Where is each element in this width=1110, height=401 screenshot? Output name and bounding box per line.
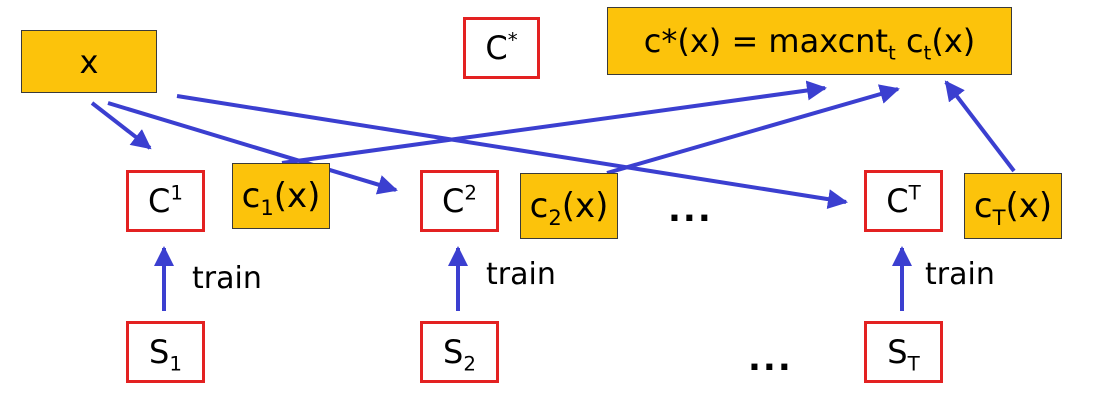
- arrow-c1-out-to-combiner: [281, 80, 827, 165]
- sample-box-2: S2: [420, 321, 499, 383]
- classifier-box-T: CT: [864, 170, 943, 232]
- ensemble-classifier-box: C*: [463, 17, 540, 79]
- train-label-2: train: [486, 257, 556, 292]
- combiner-box: c*(x) = maxcntt ct(x): [607, 7, 1012, 75]
- arrow-x-to-c1: [90, 101, 152, 150]
- output-label-2: c2(x): [529, 186, 609, 230]
- output-label-T: cT(x): [973, 186, 1053, 230]
- sample-box-T: ST: [864, 321, 943, 383]
- classifier-label-T: CT: [886, 181, 921, 220]
- arrow-cT-out-to-combiner: [944, 80, 1016, 173]
- sample-label-1: S1: [149, 333, 182, 376]
- arrow-x-to-c2: [107, 101, 398, 195]
- ensemble-classifier-label: C*: [485, 28, 518, 67]
- combiner-formula: c*(x) = maxcntt ct(x): [643, 22, 976, 65]
- input-x-label: x: [79, 42, 99, 81]
- output-box-2: c2(x): [520, 173, 618, 239]
- arrow-c2-out-to-combiner: [606, 84, 900, 175]
- output-label-1: c1(x): [241, 176, 321, 220]
- train-label-T: train: [925, 257, 995, 292]
- sample-label-2: S2: [443, 333, 476, 376]
- classifier-label-2: C2: [442, 181, 477, 220]
- classifier-box-2: C2: [420, 170, 499, 232]
- classifier-box-1: C1: [126, 170, 205, 232]
- output-box-T: cT(x): [964, 173, 1062, 239]
- output-box-1: c1(x): [232, 163, 330, 229]
- ellipsis-samples: ...: [748, 339, 793, 379]
- classifier-label-1: C1: [148, 181, 183, 220]
- train-label-1: train: [192, 261, 262, 296]
- ellipsis-classifiers: ...: [668, 190, 713, 230]
- sample-label-T: ST: [887, 333, 920, 376]
- sample-box-1: S1: [126, 321, 205, 383]
- arrow-x-to-cT: [176, 94, 848, 210]
- input-x-box: x: [21, 30, 157, 93]
